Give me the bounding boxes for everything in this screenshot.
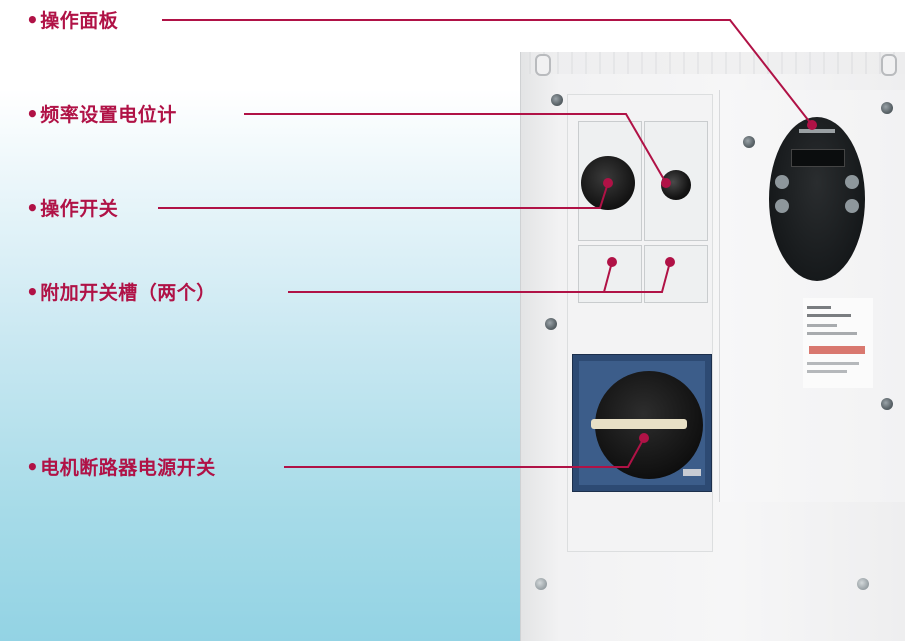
extra-switch-slot-2 — [644, 245, 708, 303]
leader-potentiometer — [244, 113, 667, 184]
leader-operation-panel — [162, 19, 813, 126]
motor-breaker — [572, 354, 712, 492]
dot-potentiometer — [661, 178, 671, 188]
screw — [857, 578, 869, 590]
label-operation-panel: 操作面板 — [40, 10, 119, 32]
breaker-handle — [591, 419, 687, 429]
leader-extra-slots-2 — [604, 261, 671, 293]
callout-operation-switch: •操作开关 — [26, 196, 118, 221]
keypad-button — [775, 175, 789, 189]
bullet: • — [26, 102, 40, 126]
operation-keypad — [769, 117, 865, 281]
keypad-button — [775, 199, 789, 213]
dot-operation-switch — [603, 178, 613, 188]
dot-extra-slot-1 — [607, 257, 617, 267]
leader-breaker — [284, 437, 645, 468]
bullet: • — [26, 8, 40, 32]
mounting-hook-right — [881, 54, 897, 76]
keypad-display — [791, 149, 845, 167]
screw — [545, 318, 557, 330]
bullet: • — [26, 280, 40, 304]
keypad-button — [845, 199, 859, 213]
screw — [551, 94, 563, 106]
extra-switch-slot-1 — [578, 245, 642, 303]
nameplate-label — [803, 298, 873, 388]
keypad-button — [845, 175, 859, 189]
callout-motor-breaker-power-switch: •电机断路器电源开关 — [26, 455, 216, 480]
keypad-brand-mark — [799, 129, 835, 133]
dot-operation-panel — [807, 120, 817, 130]
nameplate-line — [807, 314, 851, 317]
label-frequency-potentiometer: 频率设置电位计 — [40, 104, 177, 126]
callout-operation-panel: •操作面板 — [26, 8, 118, 33]
bullet: • — [26, 455, 40, 479]
screw — [881, 102, 893, 114]
bullet: • — [26, 196, 40, 220]
nameplate-line — [807, 324, 837, 327]
drive-enclosure — [520, 52, 905, 641]
dot-breaker — [639, 433, 649, 443]
nameplate-warning-strip — [809, 346, 865, 354]
leader-operation-switch — [158, 182, 609, 209]
label-operation-switch: 操作开关 — [40, 198, 119, 220]
breaker-label-plate — [683, 469, 701, 476]
screw — [881, 398, 893, 410]
screw — [535, 578, 547, 590]
dot-extra-slot-2 — [665, 257, 675, 267]
screw — [743, 136, 755, 148]
label-extra-switch-slots: 附加开关槽（两个） — [40, 282, 216, 304]
enclosure-top-edge — [529, 52, 905, 74]
nameplate-line — [807, 306, 831, 309]
label-motor-breaker-power-switch: 电机断路器电源开关 — [40, 457, 216, 479]
callout-extra-switch-slots: •附加开关槽（两个） — [26, 280, 216, 305]
callout-frequency-potentiometer: •频率设置电位计 — [26, 102, 177, 127]
nameplate-line — [807, 332, 857, 335]
nameplate-line — [807, 362, 859, 365]
nameplate-line — [807, 370, 847, 373]
mounting-hook-left — [535, 54, 551, 76]
leader-extra-slots — [288, 261, 613, 293]
